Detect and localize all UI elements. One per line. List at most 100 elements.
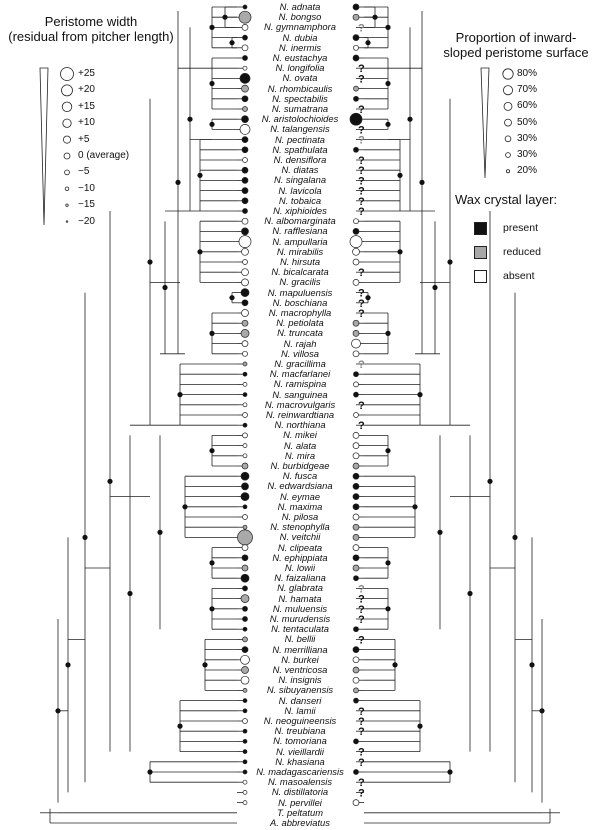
species-label: N. pilosa: [281, 511, 319, 522]
right-tip-state-marker: [352, 34, 360, 41]
species-label: N. lowii: [284, 562, 316, 573]
species-label: N. alata: [283, 439, 317, 451]
question-mark: ?: [358, 706, 365, 718]
peristome-width-legend-marker: [64, 169, 70, 176]
question-mark: ?: [358, 726, 365, 738]
left-tip-state-marker: [242, 616, 248, 622]
left-tip-state-marker: [242, 718, 248, 724]
left-tip-state-marker: [240, 573, 250, 583]
left-tip-state-marker: [240, 654, 250, 665]
species-label: N. burbidgeae: [270, 460, 330, 471]
left-tip-state-marker: [242, 392, 248, 397]
inward-slope-title-line2: sloped peristome surface: [443, 45, 589, 60]
right-node-marker: [365, 40, 371, 46]
left-tip-state-marker: [242, 208, 248, 214]
left-tip-state-marker: [242, 769, 248, 775]
right-tip-state-marker: [353, 412, 359, 418]
right-tip-state-marker: [353, 85, 359, 92]
question-mark: ?: [358, 634, 365, 646]
left-node-marker: [177, 392, 183, 398]
species-label: N. gracillima: [274, 358, 326, 369]
question-mark: ?: [358, 165, 365, 177]
peristome-width-legend-label: −20: [78, 215, 95, 227]
right-tip-state-marker: [352, 646, 360, 653]
left-tip-state-marker: [241, 666, 249, 674]
right-backbone-node: [437, 529, 443, 535]
species-label: N. inermis: [278, 41, 322, 53]
species-label: N. spathulata: [272, 143, 328, 155]
species-label: N. insignis: [278, 674, 322, 686]
species-label: N. veitchii: [279, 531, 321, 543]
peristome-width-legend-marker: [60, 67, 74, 81]
species-label: N. bicalcarata: [271, 266, 329, 278]
question-mark: ?: [358, 186, 365, 198]
peristome-width-legend-label: +25: [78, 68, 95, 79]
inward-slope-legend-marker: [504, 135, 512, 143]
left-tip-state-marker: [241, 247, 249, 256]
species-label: N. mira: [284, 449, 316, 461]
left-node-marker: [209, 330, 215, 336]
peristome-width-legend-label: −10: [78, 182, 95, 194]
left-tip-state-marker: [240, 329, 250, 338]
left-tip-state-marker: [242, 361, 248, 367]
left-tip-state-marker: [242, 585, 248, 592]
right-tip-state-marker: [353, 738, 359, 745]
question-mark: ?: [358, 308, 365, 320]
left-backbone-node: [187, 116, 193, 122]
right-tip-state-marker: [352, 54, 360, 62]
left-backbone-node: [157, 529, 163, 535]
species-label: N. sumatrana: [271, 103, 329, 114]
left-tip-state-marker: [241, 84, 249, 93]
left-tip-state-marker: [241, 462, 249, 470]
species-label: N. lamii: [284, 704, 316, 716]
peristome-width-legend-label: +10: [78, 117, 95, 129]
left-tip-state-marker: [242, 739, 248, 744]
right-node-marker: [372, 14, 378, 20]
species-label: N. ampullaria: [272, 235, 328, 247]
species-label: N. maxima: [277, 500, 323, 512]
right-tip-state-marker: [352, 493, 360, 500]
species-label: N. merrilliana: [272, 643, 328, 655]
left-tip-state-marker: [240, 492, 250, 501]
peristome-width-legend-marker: [61, 84, 73, 97]
left-backbone-node: [175, 179, 181, 185]
left-backbone-node: [82, 534, 88, 541]
right-tip-state-marker: [352, 462, 360, 470]
right-node-marker: [412, 504, 418, 510]
inward-slope-legend-label: 30%: [517, 132, 538, 144]
left-tip-state-marker: [241, 319, 249, 327]
right-tip-state-marker: [353, 146, 359, 153]
left-tip-state-marker: [242, 800, 248, 805]
left-tip-state-marker: [241, 278, 249, 287]
right-tip-state-marker: [351, 338, 361, 349]
wax-legend-swatch: [474, 246, 487, 259]
species-label: N. vieillardii: [276, 745, 324, 757]
left-node-marker: [209, 448, 215, 454]
right-backbone-node: [419, 179, 425, 185]
question-mark: ?: [358, 400, 365, 412]
question-mark: ?: [358, 22, 365, 34]
species-label: N. danseri: [278, 694, 322, 706]
peristome-width-legend-marker: [62, 118, 72, 128]
peristome-width-legend-marker: [64, 186, 70, 191]
right-backbone-node: [467, 590, 473, 597]
left-tip-state-marker: [242, 514, 248, 520]
right-tip-state-marker: [352, 432, 360, 439]
left-tip-state-marker: [242, 55, 248, 61]
left-tip-state-marker: [242, 106, 248, 112]
left-tip-state-marker: [242, 605, 248, 612]
left-tip-state-marker: [241, 136, 249, 143]
species-label: N. rajah: [283, 337, 317, 349]
right-tip-state-marker: [353, 44, 359, 51]
species-label: N. glabrata: [277, 582, 323, 594]
left-tip-state-marker: [241, 217, 249, 225]
left-node-marker: [209, 80, 215, 87]
left-node-marker: [209, 560, 215, 566]
species-label: N. macrophylla: [268, 307, 332, 318]
wax-legend-swatch: [474, 270, 487, 283]
peristome-width-title-line2: (residual from pitcher length): [8, 29, 174, 44]
inward-slope-wedge: [480, 67, 490, 179]
right-node-marker: [397, 172, 403, 178]
question-mark: ?: [358, 747, 365, 759]
